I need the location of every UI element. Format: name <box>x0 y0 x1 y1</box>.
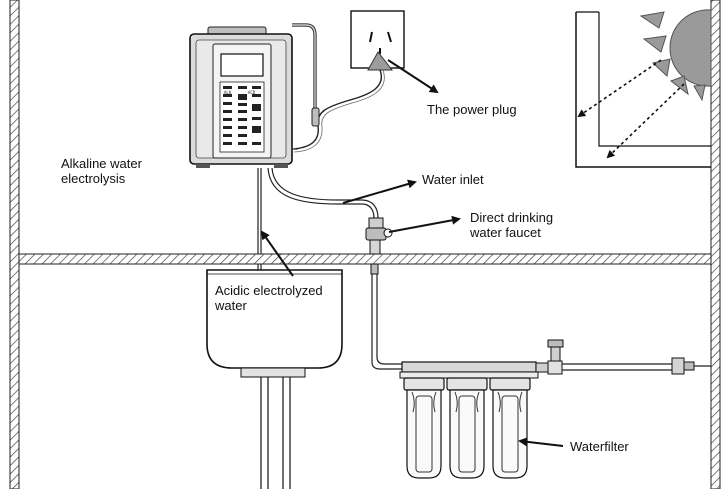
label-faucet-line1: Direct drinking <box>470 210 553 225</box>
label-alkaline-line2: electrolysis <box>61 171 126 186</box>
right-wall <box>710 0 721 489</box>
water-filter-unit <box>399 339 711 479</box>
window <box>575 11 711 168</box>
power-cord <box>293 69 383 150</box>
supply-line <box>370 263 404 370</box>
water-inlet-hose-inner <box>271 167 379 219</box>
left-wall <box>9 0 20 489</box>
sink-basin <box>206 269 343 489</box>
arrow-icon-waterfilter <box>518 437 564 447</box>
label-acidic-line1: Acidic electrolyzed <box>215 283 323 298</box>
water-inlet-hose <box>267 167 375 219</box>
arrow-icon-water-inlet <box>342 179 417 204</box>
device-key-label-left: ALK <box>224 90 232 95</box>
sun-ray-arrow-1 <box>577 59 662 118</box>
arrow-icon-power-plug <box>387 59 439 94</box>
device-key-label-right: ACD <box>248 90 256 95</box>
counter-slab <box>18 253 712 265</box>
water-ionizer-device: ALK ACD <box>189 23 320 168</box>
label-acidic-line2: water <box>214 298 247 313</box>
arrow-icon-faucet <box>388 215 461 233</box>
direct-drinking-faucet <box>365 217 393 255</box>
sun-icon <box>639 9 712 102</box>
label-water-inlet: Water inlet <box>422 172 484 187</box>
label-waterfilter: Waterfilter <box>570 439 629 454</box>
power-cord-outline <box>293 69 385 153</box>
label-faucet-line2: water faucet <box>469 225 541 240</box>
device-button-grid <box>223 86 261 145</box>
wall-socket <box>350 10 405 69</box>
label-power-plug: The power plug <box>427 102 517 117</box>
arrow-icon-acidic <box>260 230 294 277</box>
building-structure <box>9 0 721 489</box>
label-alkaline-line1: Alkaline water <box>61 156 143 171</box>
